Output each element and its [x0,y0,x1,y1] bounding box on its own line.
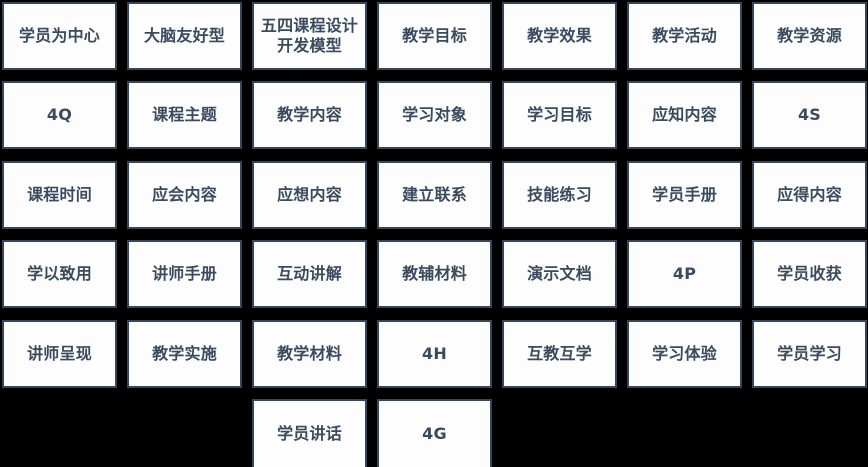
grid-cell[interactable]: 教辅材料 [377,240,492,308]
grid-cell-label: 课程时间 [27,184,92,204]
grid-cell[interactable]: 应知内容 [627,81,742,149]
grid-cell[interactable]: 教学活动 [627,2,742,70]
grid-cell-label: 技能练习 [527,184,592,204]
grid-cell-label: 讲师手册 [152,263,217,283]
grid-cell-label: 4S [797,104,822,124]
grid-cell-label: 教学内容 [277,104,342,124]
grid-cell-label: 应想内容 [277,184,342,204]
grid-cell[interactable]: 学以致用 [2,240,117,308]
grid-cell[interactable]: 教学实施 [127,320,242,388]
grid-cell[interactable]: 演示文档 [502,240,617,308]
grid-cell[interactable]: 应会内容 [127,161,242,229]
grid-cell-label: 教辅材料 [402,263,467,283]
grid-cell-label: 学员讲话 [277,423,342,443]
grid-cell[interactable]: 学习体验 [627,320,742,388]
grid-cell[interactable]: 五四课程设计开发模型 [252,2,367,70]
grid-cell-label: 互教互学 [527,343,592,363]
grid-cell[interactable]: 课程时间 [2,161,117,229]
grid-cell-label: 学习对象 [402,104,467,124]
grid-cell[interactable]: 讲师手册 [127,240,242,308]
grid-cell[interactable]: 学员为中心 [2,2,117,70]
grid-cell[interactable]: 4G [377,399,492,467]
grid-cell[interactable]: 学员学习 [752,320,867,388]
grid-cell-label: 4H [422,343,447,363]
grid-cell[interactable]: 互教互学 [502,320,617,388]
grid-cell[interactable]: 学员手册 [627,161,742,229]
grid-cell[interactable]: 4H [377,320,492,388]
grid-cell[interactable]: 大脑友好型 [127,2,242,70]
grid-cell[interactable]: 教学材料 [252,320,367,388]
grid-cell-label: 教学活动 [652,25,717,45]
grid-cell[interactable]: 4S [752,81,867,149]
grid-cell-label: 应会内容 [152,184,217,204]
grid-cell-label: 学员收获 [777,263,842,283]
grid-cell-label: 教学实施 [152,343,217,363]
grid-cell-label: 学以致用 [27,263,92,283]
grid-cell[interactable]: 4P [627,240,742,308]
grid-cell-label: 学员手册 [652,184,717,204]
grid-cell-label: 建立联系 [402,184,467,204]
grid-cell[interactable]: 讲师呈现 [2,320,117,388]
grid-cell[interactable]: 学习对象 [377,81,492,149]
grid-cell-label: 4P [672,263,697,283]
grid-cell-label: 课程主题 [152,104,217,124]
grid-cell[interactable]: 互动讲解 [252,240,367,308]
grid-cell[interactable]: 教学效果 [502,2,617,70]
grid-cell[interactable]: 教学资源 [752,2,867,70]
grid-cell-label: 大脑友好型 [143,25,225,45]
grid-cell[interactable]: 教学内容 [252,81,367,149]
grid-cell-label: 互动讲解 [277,263,342,283]
grid-cell[interactable]: 学员收获 [752,240,867,308]
grid-cell-label: 学习目标 [527,104,592,124]
grid-cell-label: 演示文档 [527,263,592,283]
grid-cell-label: 教学材料 [277,343,342,363]
grid-cell-label: 学员为中心 [18,25,100,45]
grid-cell-label: 应得内容 [777,184,842,204]
grid-cell[interactable]: 4Q [2,81,117,149]
grid-cell-label: 教学效果 [527,25,592,45]
grid-cell[interactable]: 应想内容 [252,161,367,229]
grid-cell-label: 4G [422,423,447,443]
grid-cell[interactable]: 建立联系 [377,161,492,229]
grid-cell-label: 教学资源 [777,25,842,45]
grid-cell[interactable]: 课程主题 [127,81,242,149]
grid-cell[interactable]: 学习目标 [502,81,617,149]
grid-cell-label: 4Q [46,104,73,124]
grid-cell-label: 讲师呈现 [27,343,92,363]
grid-cell-label: 学习体验 [652,343,717,363]
grid-cell-label: 应知内容 [652,104,717,124]
grid-cell[interactable]: 应得内容 [752,161,867,229]
grid-cell[interactable]: 学员讲话 [252,399,367,467]
grid-cell-label: 学员学习 [777,343,842,363]
grid-cell-label: 五四课程设计开发模型 [260,15,359,55]
grid-cell-label: 教学目标 [402,25,467,45]
grid-cell[interactable]: 教学目标 [377,2,492,70]
grid-cell[interactable]: 技能练习 [502,161,617,229]
